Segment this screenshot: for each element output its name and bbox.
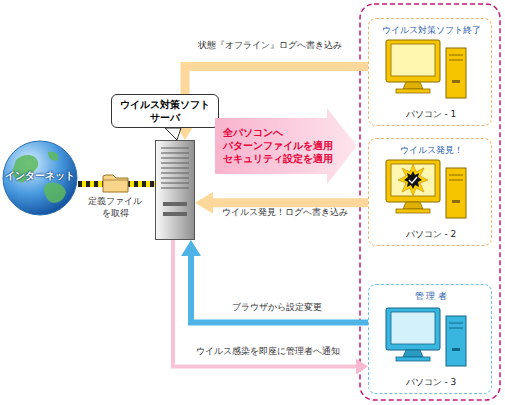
edge-label: 状態『オフライン』ログへ書き込み	[198, 40, 358, 52]
folder-fold	[103, 180, 128, 181]
server-slot	[161, 157, 189, 158]
globe-continent	[48, 151, 58, 160]
folder-icon	[103, 175, 128, 192]
node-title: ウイルス発見！	[369, 145, 493, 157]
server-slot	[161, 147, 189, 148]
server-slot	[161, 162, 189, 163]
server-slot	[161, 152, 189, 153]
connector-line	[213, 198, 368, 207]
node-label: パソコン - 3	[369, 377, 493, 389]
node-label: パソコン - 1	[369, 109, 493, 121]
edge-label: ウイルス発見！ログへ書き込み	[222, 207, 372, 219]
node-title: 全パソコンへ パターンファイルを適用 セキュリティ設定を適用	[223, 126, 341, 165]
server-slot	[161, 167, 189, 168]
callout-pointer	[163, 128, 193, 144]
edge-label: ウイルス感染を即座に管理者へ通知	[196, 346, 356, 358]
big-arrow-shape	[215, 108, 357, 184]
connector-stripes	[78, 181, 155, 187]
node-title: 管 理 者	[369, 291, 493, 303]
download-link	[78, 184, 155, 185]
server-slot	[161, 177, 189, 178]
virus-check	[409, 177, 417, 183]
internet-globe: インターネット	[2, 140, 78, 216]
callout-pointer-shape	[165, 128, 181, 140]
connector-line	[191, 256, 368, 323]
globe-continent	[44, 182, 66, 202]
server-drive	[163, 202, 187, 206]
pc-illustration	[386, 308, 466, 366]
pc-illustration	[386, 40, 466, 98]
server-slot	[161, 187, 189, 188]
server-drive	[163, 212, 187, 216]
pc-illustration	[386, 160, 466, 218]
edge-label: ブラウザから設定変更	[232, 302, 362, 314]
pc-box: ウイルス対策ソフト終了パソコン - 1	[368, 18, 492, 126]
network-group-border	[360, 4, 500, 400]
server-tower: ウイルス対策ソフト サーバ	[155, 140, 195, 240]
node-title: ウイルス対策ソフト終了	[369, 25, 493, 37]
server-tower-outline	[155, 140, 195, 240]
server-case	[156, 141, 195, 240]
edge-label: 定義ファイル を取得	[85, 196, 145, 219]
connector-line	[78, 181, 155, 187]
admin-pc-box: 管 理 者パソコン - 3	[368, 284, 492, 394]
node-label: パソコン - 2	[369, 229, 493, 241]
callout-heading: ウイルス対策ソフト サーバ	[111, 94, 219, 128]
globe-circle	[3, 141, 77, 215]
node-title: インターネット	[2, 169, 78, 182]
server-slot	[161, 172, 189, 173]
virus-symbol	[404, 171, 422, 189]
flow-arrow	[213, 202, 368, 203]
pc-box: ウイルス発見！ パソコン - 2	[368, 138, 492, 246]
server-slot	[161, 182, 189, 183]
virus-burst	[398, 164, 428, 196]
distribution-arrow: 全パソコンへ パターンファイルを適用 セキュリティ設定を適用	[215, 108, 357, 184]
flow-arrow	[191, 256, 368, 323]
